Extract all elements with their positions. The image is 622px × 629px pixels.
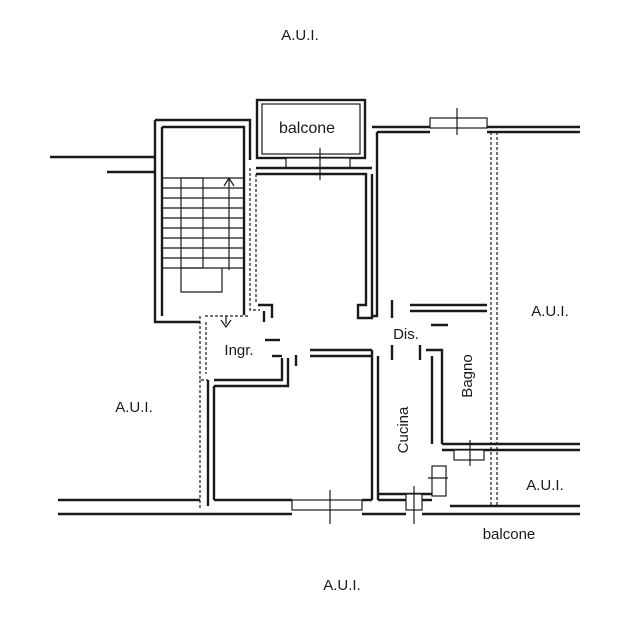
label-bagno: Bagno (459, 354, 476, 397)
window-top-right (429, 117, 488, 129)
entry-arrow-icon (220, 316, 232, 329)
label-disimpegno: Dis. (393, 326, 419, 343)
stair-well (180, 177, 204, 269)
label-aui-bottom: A.U.I. (323, 577, 361, 594)
label-aui-bottom-right: A.U.I. (526, 477, 564, 494)
labels: A.U.I. A.U.I. A.U.I. A.U.I. A.U.I. balco… (115, 27, 569, 594)
staircase (50, 118, 252, 329)
window-bottom (291, 499, 363, 511)
window-bagno (453, 449, 485, 461)
stair-direction-arrow-icon (223, 176, 235, 270)
label-ingresso: Ingr. (224, 342, 253, 359)
label-balcony-top: balcone (279, 120, 335, 137)
label-balcony-bottom: balcone (483, 526, 536, 543)
apartment-walls (58, 108, 580, 524)
window-balcony (285, 157, 351, 169)
label-aui-left: A.U.I. (115, 399, 153, 416)
label-aui-right: A.U.I. (531, 303, 569, 320)
label-aui-top: A.U.I. (281, 27, 319, 44)
balcony-top (255, 98, 367, 180)
label-cucina: Cucina (395, 406, 412, 453)
